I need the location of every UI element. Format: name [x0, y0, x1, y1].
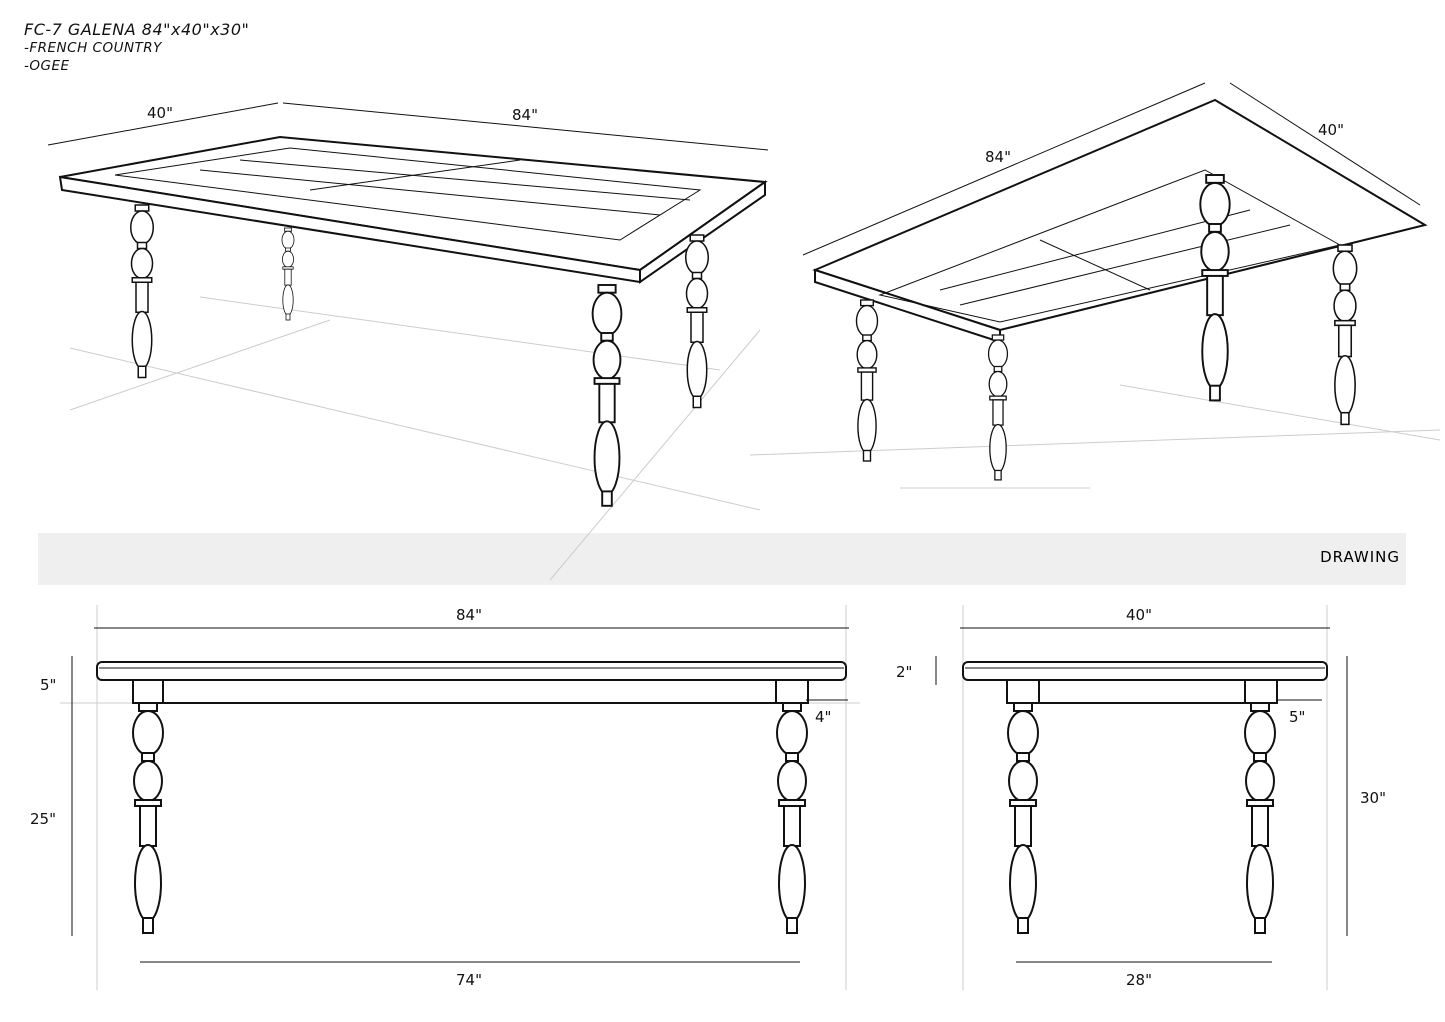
- drawing-title: FC-7 GALENA 84"x40"x30": [24, 20, 250, 39]
- dim-top-length: 84": [512, 106, 538, 124]
- front-leg-span-label: 74": [456, 971, 482, 989]
- dim-bottom-length: 84": [985, 148, 1011, 166]
- side-elevation: 40" 2" 5" 30" 28": [896, 606, 1386, 989]
- front-elevation: 84" 5" 25" 4" 74": [30, 606, 849, 989]
- dim-bottom-width: 40": [1318, 121, 1344, 139]
- perspective-bottom-view: 84" 40": [802, 82, 1428, 481]
- side-thickness-label: 2": [896, 663, 912, 681]
- side-leg-span-label: 28": [1126, 971, 1152, 989]
- edge-note: -OGEE: [24, 58, 70, 74]
- front-length-label: 84": [456, 606, 482, 624]
- front-leg-height-label: 25": [30, 810, 56, 828]
- front-leg-inset-label: 4": [815, 708, 831, 726]
- side-leg-inset-label: 5": [1289, 708, 1305, 726]
- side-width-label: 40": [1126, 606, 1152, 624]
- style-note: -FRENCH COUNTRY: [24, 40, 162, 56]
- section-label: DRAWING: [1320, 548, 1400, 566]
- perspective-top-view: 40" 84": [47, 102, 769, 507]
- front-apron-label: 5": [40, 676, 56, 694]
- side-height-label: 30": [1360, 789, 1386, 807]
- construction-guides: [60, 296, 1441, 990]
- section-band: DRAWING: [38, 533, 1406, 585]
- dim-top-width: 40": [147, 104, 173, 122]
